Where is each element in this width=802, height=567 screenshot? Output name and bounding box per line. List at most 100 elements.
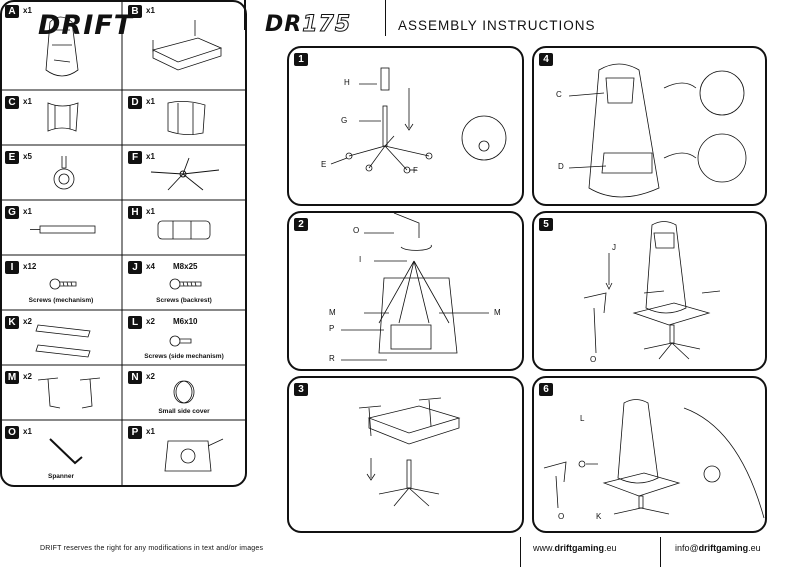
part-h: H x1 xyxy=(123,201,245,255)
part-label: F xyxy=(413,166,418,175)
step-number: 4 xyxy=(539,53,553,66)
part-d: D x1 xyxy=(123,91,245,145)
part-caption: Screws (mechanism) xyxy=(28,297,94,304)
part-g: G x1 xyxy=(0,201,122,255)
parts-list-panel: A x1 B x1 C x1 D x1 E x5 F x1 G x1 H x1 xyxy=(0,0,247,487)
website-prefix: www. xyxy=(533,543,555,553)
side-cover-illustration xyxy=(173,380,195,404)
part-spec: M6x10 xyxy=(173,317,198,326)
part-letter: M xyxy=(5,371,19,384)
part-qty: x12 xyxy=(23,262,37,271)
step-5-panel: 5 J O xyxy=(532,211,767,371)
part-m: M x2 xyxy=(0,366,122,420)
part-k: K x2 xyxy=(0,311,122,365)
website-suffix: .eu xyxy=(604,543,617,553)
drift-logo: DRIFT xyxy=(38,10,134,41)
step-6-illustration xyxy=(543,399,765,519)
part-qty: x2 xyxy=(23,372,32,381)
part-letter: F xyxy=(128,151,142,164)
email-link[interactable]: info@driftgaming.eu xyxy=(675,543,761,553)
part-letter: D xyxy=(128,96,142,109)
email-suffix: .eu xyxy=(748,543,761,553)
part-qty: x1 xyxy=(146,207,155,216)
part-label: P xyxy=(329,324,335,333)
part-qty: x1 xyxy=(23,6,32,15)
part-qty: x4 xyxy=(146,262,155,271)
part-label: K xyxy=(596,512,602,521)
part-label: O xyxy=(590,355,597,364)
part-o: O x1 Spanner xyxy=(0,421,122,487)
part-qty: x1 xyxy=(146,6,155,15)
email-brand: driftgaming xyxy=(698,543,749,553)
screw-illustration xyxy=(169,278,202,290)
part-qty: x1 xyxy=(146,97,155,106)
step-1-panel: 1 H G E F xyxy=(287,46,524,206)
step-1-illustration xyxy=(330,67,507,174)
part-caption: Screws (backrest) xyxy=(156,297,212,304)
backrest-illustration xyxy=(45,16,79,77)
disclaimer-text: DRIFT reserves the right for any modific… xyxy=(40,545,264,552)
step-number: 2 xyxy=(294,218,308,231)
part-label: G xyxy=(341,116,348,125)
step-number: 3 xyxy=(294,383,308,396)
part-i: I x12 Screws (mechanism) xyxy=(0,256,122,310)
part-letter: J xyxy=(128,261,142,274)
header-divider xyxy=(244,0,246,30)
part-label: O xyxy=(353,226,360,235)
email-prefix: info@ xyxy=(675,543,699,553)
part-letter: K xyxy=(5,316,19,329)
part-qty: x1 xyxy=(23,97,32,106)
step-number: 6 xyxy=(539,383,553,396)
part-label: M xyxy=(329,308,336,317)
part-label: R xyxy=(329,354,335,363)
part-label: O xyxy=(558,512,565,521)
part-c: C x1 xyxy=(0,91,122,145)
step-2-illustration xyxy=(341,213,489,361)
part-letter: P xyxy=(128,426,142,439)
part-qty: x5 xyxy=(23,152,32,161)
part-caption: Spanner xyxy=(47,473,74,480)
part-label: L xyxy=(580,414,585,423)
part-b: B x1 xyxy=(123,0,245,90)
part-f: F x1 xyxy=(123,146,245,200)
footer-divider xyxy=(660,537,661,567)
screw-illustration xyxy=(49,278,77,290)
model-prefix: DR xyxy=(265,12,303,37)
lumbar-pillow-illustration xyxy=(167,101,206,135)
footer-divider xyxy=(520,537,521,567)
step-number: 1 xyxy=(294,53,308,66)
page-title: ASSEMBLY INSTRUCTIONS xyxy=(398,18,596,33)
part-letter: I xyxy=(5,261,19,274)
spanner-illustration xyxy=(49,438,83,465)
website-brand: driftgaming xyxy=(554,543,605,553)
step-4-illustration xyxy=(568,63,747,198)
part-letter: C xyxy=(5,96,19,109)
part-label: I xyxy=(359,255,362,264)
part-p: P x1 xyxy=(123,421,245,487)
step-2-panel: 2 O I M M P R xyxy=(287,211,524,371)
parts-grid xyxy=(0,0,247,487)
caster-wheel-illustration xyxy=(53,156,75,190)
part-qty: x1 xyxy=(146,152,155,161)
part-n: N x2 Small side cover xyxy=(123,366,245,420)
model-number: 175 xyxy=(302,12,352,38)
part-spec: M8x25 xyxy=(173,262,198,271)
gas-lift-illustration xyxy=(30,225,96,234)
part-label: D xyxy=(558,162,564,171)
armrest-illustration xyxy=(37,377,101,409)
part-letter: B xyxy=(128,5,142,18)
mechanism-illustration xyxy=(164,438,224,472)
step-3-illustration xyxy=(358,397,461,507)
part-letter: L xyxy=(128,316,142,329)
part-label: J xyxy=(612,243,616,252)
part-label: M xyxy=(494,308,501,317)
part-qty: x2 xyxy=(146,372,155,381)
part-l: L x2 M6x10 Screws (side mechanism) xyxy=(123,311,245,365)
step-4-panel: 4 C D xyxy=(532,46,767,206)
screw-illustration xyxy=(169,335,192,347)
part-label: H xyxy=(344,78,350,87)
header-divider xyxy=(385,0,386,36)
part-letter: A xyxy=(5,5,19,18)
part-letter: E xyxy=(5,151,19,164)
website-link[interactable]: www.driftgaming.eu xyxy=(533,543,617,553)
